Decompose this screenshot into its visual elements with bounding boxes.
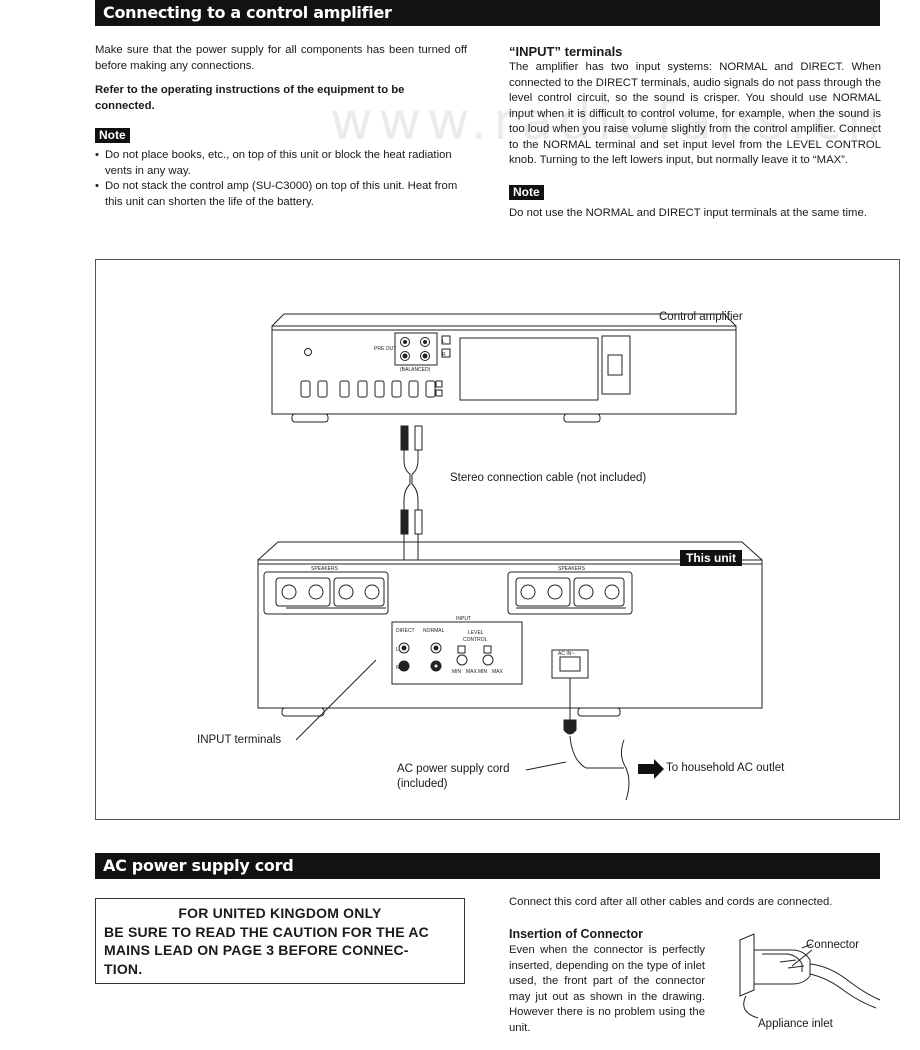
control-amp-panel <box>271 325 737 415</box>
connector-drawing: Connector Appliance inlet <box>720 920 900 1040</box>
ac-inlet-label: AC IN~ <box>558 651 574 657</box>
connect-after-text: Connect this cord after all other cables… <box>509 896 833 908</box>
speakers-label: SPEAKERS <box>311 566 339 572</box>
speakers-label: SPEAKERS <box>558 566 586 572</box>
control-amp-display <box>459 337 599 401</box>
connection-diagram: PRE OUT (BALANCED) SPEAKERS SPEAKERS INP… <box>95 259 900 820</box>
ac-plug <box>563 719 577 735</box>
input-panel <box>391 621 523 685</box>
note-badge: Note <box>509 184 544 200</box>
connector-illustration <box>739 933 881 1019</box>
direct-label: DIRECT <box>396 628 415 634</box>
ac-cord-leader <box>525 761 567 771</box>
uk-caution-line: FOR UNITED KINGDOM ONLY <box>178 905 382 921</box>
normal-label: NORMAL <box>423 628 445 634</box>
control-amp-foot <box>563 413 601 423</box>
intro-text: Make sure that the power supply for all … <box>95 44 467 72</box>
watermark: www.radiofans.cn <box>330 92 887 152</box>
section-header-connecting: Connecting to a control amplifier <box>95 0 880 26</box>
insertion-body: Even when the connector is perfectly ins… <box>509 944 705 1034</box>
appliance-inlet-shape <box>739 933 755 997</box>
pre-out-label: PRE OUT <box>374 346 396 352</box>
min-label: MIN <box>452 669 462 675</box>
uk-caution-line: MAINS LEAD ON PAGE 3 BEFORE CONNEC- <box>104 942 409 958</box>
min-label: MIN <box>478 669 488 675</box>
ac-cord <box>569 735 624 769</box>
control-amp-jack-row <box>300 380 443 398</box>
input-panel-label: INPUT <box>456 616 471 622</box>
max-label: MAX <box>466 669 478 675</box>
control-amp-foot <box>291 413 329 423</box>
uk-caution-line: BE SURE TO READ THE CAUTION FOR THE AC <box>104 923 429 940</box>
ac-cord-label: AC power supply cord <box>397 763 510 775</box>
this-unit-panel <box>257 559 763 709</box>
control-amp-jack <box>304 348 312 356</box>
arrow-icon <box>638 759 664 779</box>
note-item: Do not stack the control amp (SU-C3000) … <box>95 179 467 210</box>
this-unit-foot <box>281 707 325 717</box>
channel-r-label: R <box>396 665 400 671</box>
note-item: Do not place books, etc., on top of this… <box>95 148 467 179</box>
connector-label: Connector <box>806 939 860 951</box>
input-note-block: Note Do not use the NORMAL and DIRECT in… <box>509 183 881 222</box>
pre-out-block <box>394 332 438 366</box>
section-title: AC power supply cord <box>103 856 294 875</box>
input-terminals-heading: “INPUT” terminals <box>509 44 623 59</box>
ac-cord-included-label: (included) <box>397 778 448 790</box>
stereo-cable-label: Stereo connection cable (not included) <box>450 472 647 484</box>
note-badge: Note <box>95 128 130 143</box>
uk-caution-line: TION. <box>104 960 143 977</box>
this-unit-top <box>257 541 763 561</box>
input-terminals-leader <box>295 659 377 741</box>
diagram-drawing: PRE OUT (BALANCED) SPEAKERS SPEAKERS INP… <box>257 313 763 801</box>
section-header-ac-cord: AC power supply cord <box>95 853 880 879</box>
section-title: Connecting to a control amplifier <box>103 3 392 22</box>
channel-l-label: L <box>442 339 445 345</box>
speakers-left <box>263 571 389 615</box>
max-label: MAX <box>492 669 504 675</box>
level-label: LEVEL <box>468 630 484 636</box>
appliance-inlet-label: Appliance inlet <box>758 1018 833 1030</box>
control-amp-top <box>271 313 737 327</box>
input-terminals-label: INPUT terminals <box>197 734 282 746</box>
speakers-right <box>507 571 633 615</box>
uk-caution-box: FOR UNITED KINGDOM ONLY BE SURE TO READ … <box>95 898 465 984</box>
refer-text: Refer to the operating instructions of t… <box>95 84 405 112</box>
input-note-text: Do not use the NORMAL and DIRECT input t… <box>509 206 867 219</box>
household-outlet-label: To household AC outlet <box>666 762 785 774</box>
this-unit-foot <box>577 707 621 717</box>
left-column: Make sure that the power supply for all … <box>95 43 467 210</box>
insertion-heading: Insertion of Connector <box>509 927 644 941</box>
channel-r-label: R <box>442 352 446 358</box>
channel-l-label: L <box>396 647 399 653</box>
input-terminals-body: The amplifier has two input systems: NOR… <box>509 61 881 166</box>
control-amplifier-label: Control amplifier <box>659 311 743 323</box>
this-unit-badge: This unit <box>680 550 742 566</box>
control-label: CONTROL <box>463 637 488 643</box>
connector-leader <box>791 949 813 967</box>
note-block: Note Do not place books, etc., on top of… <box>95 126 467 210</box>
inlet-leader <box>743 995 759 1019</box>
balanced-label: (BALANCED) <box>400 367 431 373</box>
right-column: “INPUT” terminals The amplifier has two … <box>509 44 881 221</box>
